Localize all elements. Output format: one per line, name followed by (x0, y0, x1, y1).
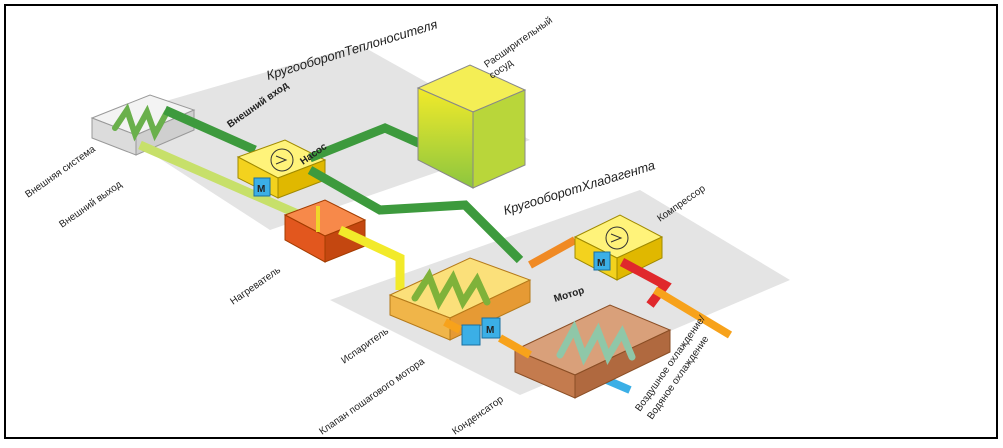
compressor (573, 214, 664, 281)
compressor-motor-badge: M (597, 258, 605, 269)
stepper-valve (461, 317, 501, 346)
expansion-tank (416, 64, 527, 189)
cooling-pipe-out (652, 286, 733, 339)
evaporator-compressor-pipe (528, 236, 577, 269)
compressor-condenser-pipe (619, 258, 672, 308)
condenser-valve-pipe (498, 334, 532, 359)
coolant-to-evaporator-pipe (307, 166, 524, 264)
outlet-pipe (138, 140, 302, 220)
stepper-valve-label: Клапан пошагового мотора (317, 356, 427, 438)
pump (236, 139, 327, 199)
inlet-pipe (163, 105, 257, 155)
external-outlet-label: Внешний выход (57, 179, 124, 230)
valve-motor-badge: M (486, 325, 494, 336)
pump-tank-pipe (308, 123, 432, 163)
condenser-label: Конденсатор (450, 394, 506, 438)
refrigerant-floor (330, 190, 790, 395)
valve-evaporator-pipe (443, 318, 462, 334)
heater-label: Нагреватель (228, 265, 283, 308)
pump-motor-badge: M (257, 184, 265, 195)
external-system-label: Внешняя система (23, 144, 98, 201)
external-system-box (90, 94, 196, 156)
heater (283, 199, 367, 263)
evaporator-label: Испаритель (339, 326, 390, 367)
condenser (513, 304, 672, 399)
heater-evaporator-pipe (338, 225, 405, 290)
expansion-tank-label-1: Расширительный (482, 15, 554, 70)
